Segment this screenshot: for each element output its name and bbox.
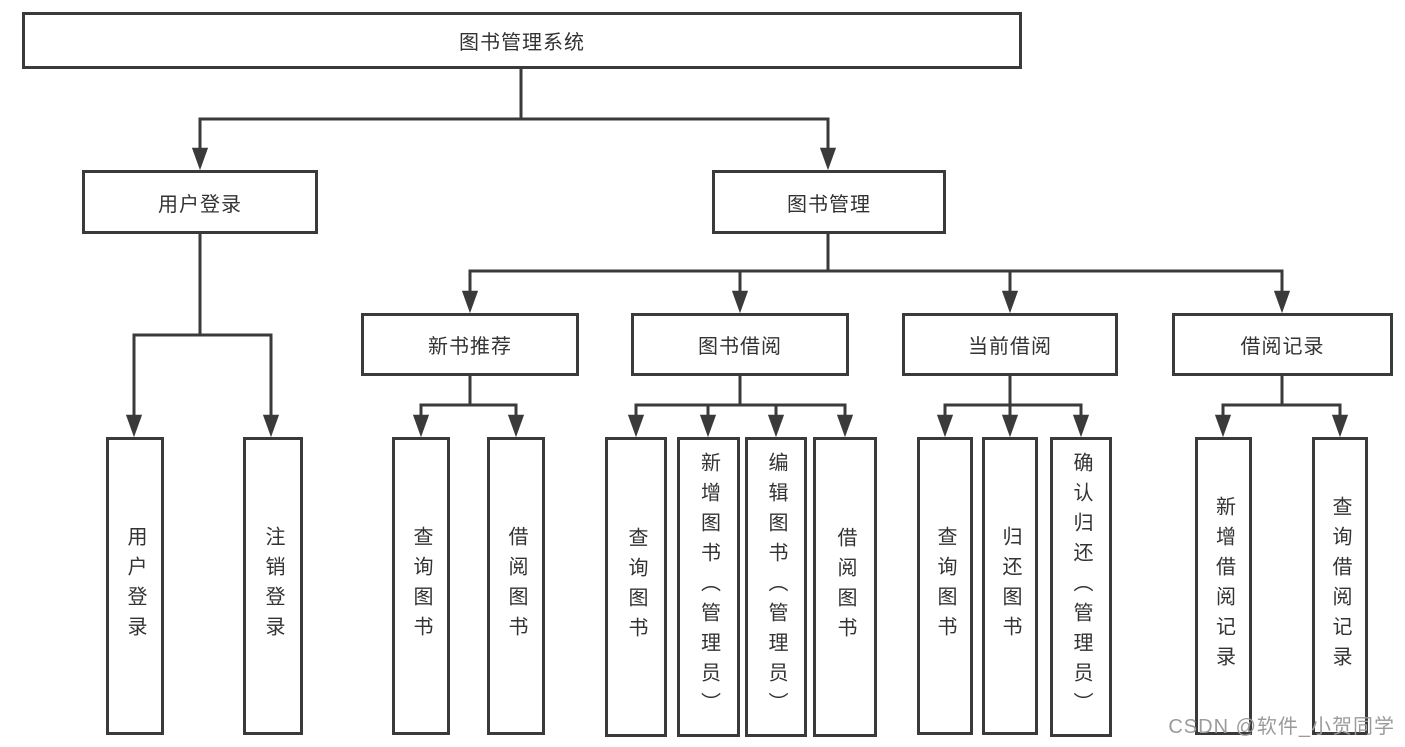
node-edit-book-admin-label: 编辑图书（管理员） <box>765 452 787 722</box>
connector-book-management-bus <box>468 232 1284 273</box>
node-book-borrow: 图书借阅 <box>631 313 849 376</box>
node-borrow-records: 借阅记录 <box>1172 313 1393 376</box>
node-current-borrow-label: 当前借阅 <box>968 336 1052 358</box>
node-query-book-1-label: 查询图书 <box>410 526 432 646</box>
node-leaf-logout: 注销登录 <box>243 437 303 735</box>
node-current-borrow: 当前借阅 <box>902 313 1118 376</box>
node-query-borrow-record: 查询借阅记录 <box>1312 437 1368 735</box>
node-add-book-admin: 新增图书（管理员） <box>677 437 740 737</box>
node-root-label: 图书管理系统 <box>459 32 585 54</box>
watermark: CSDN @软件_小贺同学 <box>1168 716 1395 738</box>
node-query-book-1: 查询图书 <box>392 437 450 735</box>
node-book-management-label: 图书管理 <box>787 193 871 216</box>
node-user-login: 用户登录 <box>82 170 318 234</box>
node-book-borrow-label: 图书借阅 <box>698 336 782 358</box>
node-query-book-3-label: 查询图书 <box>934 526 956 646</box>
node-borrow-book-2: 借阅图书 <box>813 437 877 737</box>
node-query-book-2: 查询图书 <box>605 437 667 737</box>
node-add-book-admin-label: 新增图书（管理员） <box>697 452 720 722</box>
node-new-book-recommend: 新书推荐 <box>361 313 579 376</box>
node-new-book-recommend-label: 新书推荐 <box>428 336 512 358</box>
connector-borrow-records-bus <box>1221 374 1342 407</box>
connector-current-borrow-bus <box>943 374 1083 407</box>
node-add-borrow-record: 新增借阅记录 <box>1195 437 1252 735</box>
node-borrow-book-2-label: 借阅图书 <box>834 527 856 647</box>
node-edit-book-admin: 编辑图书（管理员） <box>745 437 807 737</box>
connector-root-bus <box>198 67 830 121</box>
node-leaf-logout-label: 注销登录 <box>262 526 284 646</box>
node-query-borrow-record-label: 查询借阅记录 <box>1329 496 1351 676</box>
node-leaf-user-login-label: 用户登录 <box>124 526 146 646</box>
node-add-borrow-record-label: 新增借阅记录 <box>1212 496 1235 676</box>
node-query-book-3: 查询图书 <box>917 437 973 735</box>
node-return-book: 归还图书 <box>982 437 1038 735</box>
node-confirm-return-admin-label: 确认归还（管理员） <box>1070 452 1092 722</box>
node-book-management: 图书管理 <box>712 170 946 234</box>
node-query-book-2-label: 查询图书 <box>625 527 647 647</box>
connector-new-book-recommend-bus <box>419 374 518 407</box>
connector-book-borrow-bus <box>634 374 847 407</box>
node-borrow-book-1-label: 借阅图书 <box>505 526 527 646</box>
node-return-book-label: 归还图书 <box>999 526 1021 646</box>
node-root: 图书管理系统 <box>22 12 1022 69</box>
node-user-login-label: 用户登录 <box>158 193 242 216</box>
node-confirm-return-admin: 确认归还（管理员） <box>1050 437 1112 737</box>
node-leaf-user-login: 用户登录 <box>106 437 164 735</box>
node-borrow-book-1: 借阅图书 <box>487 437 545 735</box>
node-borrow-records-label: 借阅记录 <box>1240 336 1325 358</box>
connector-user-login-bus <box>132 232 273 337</box>
